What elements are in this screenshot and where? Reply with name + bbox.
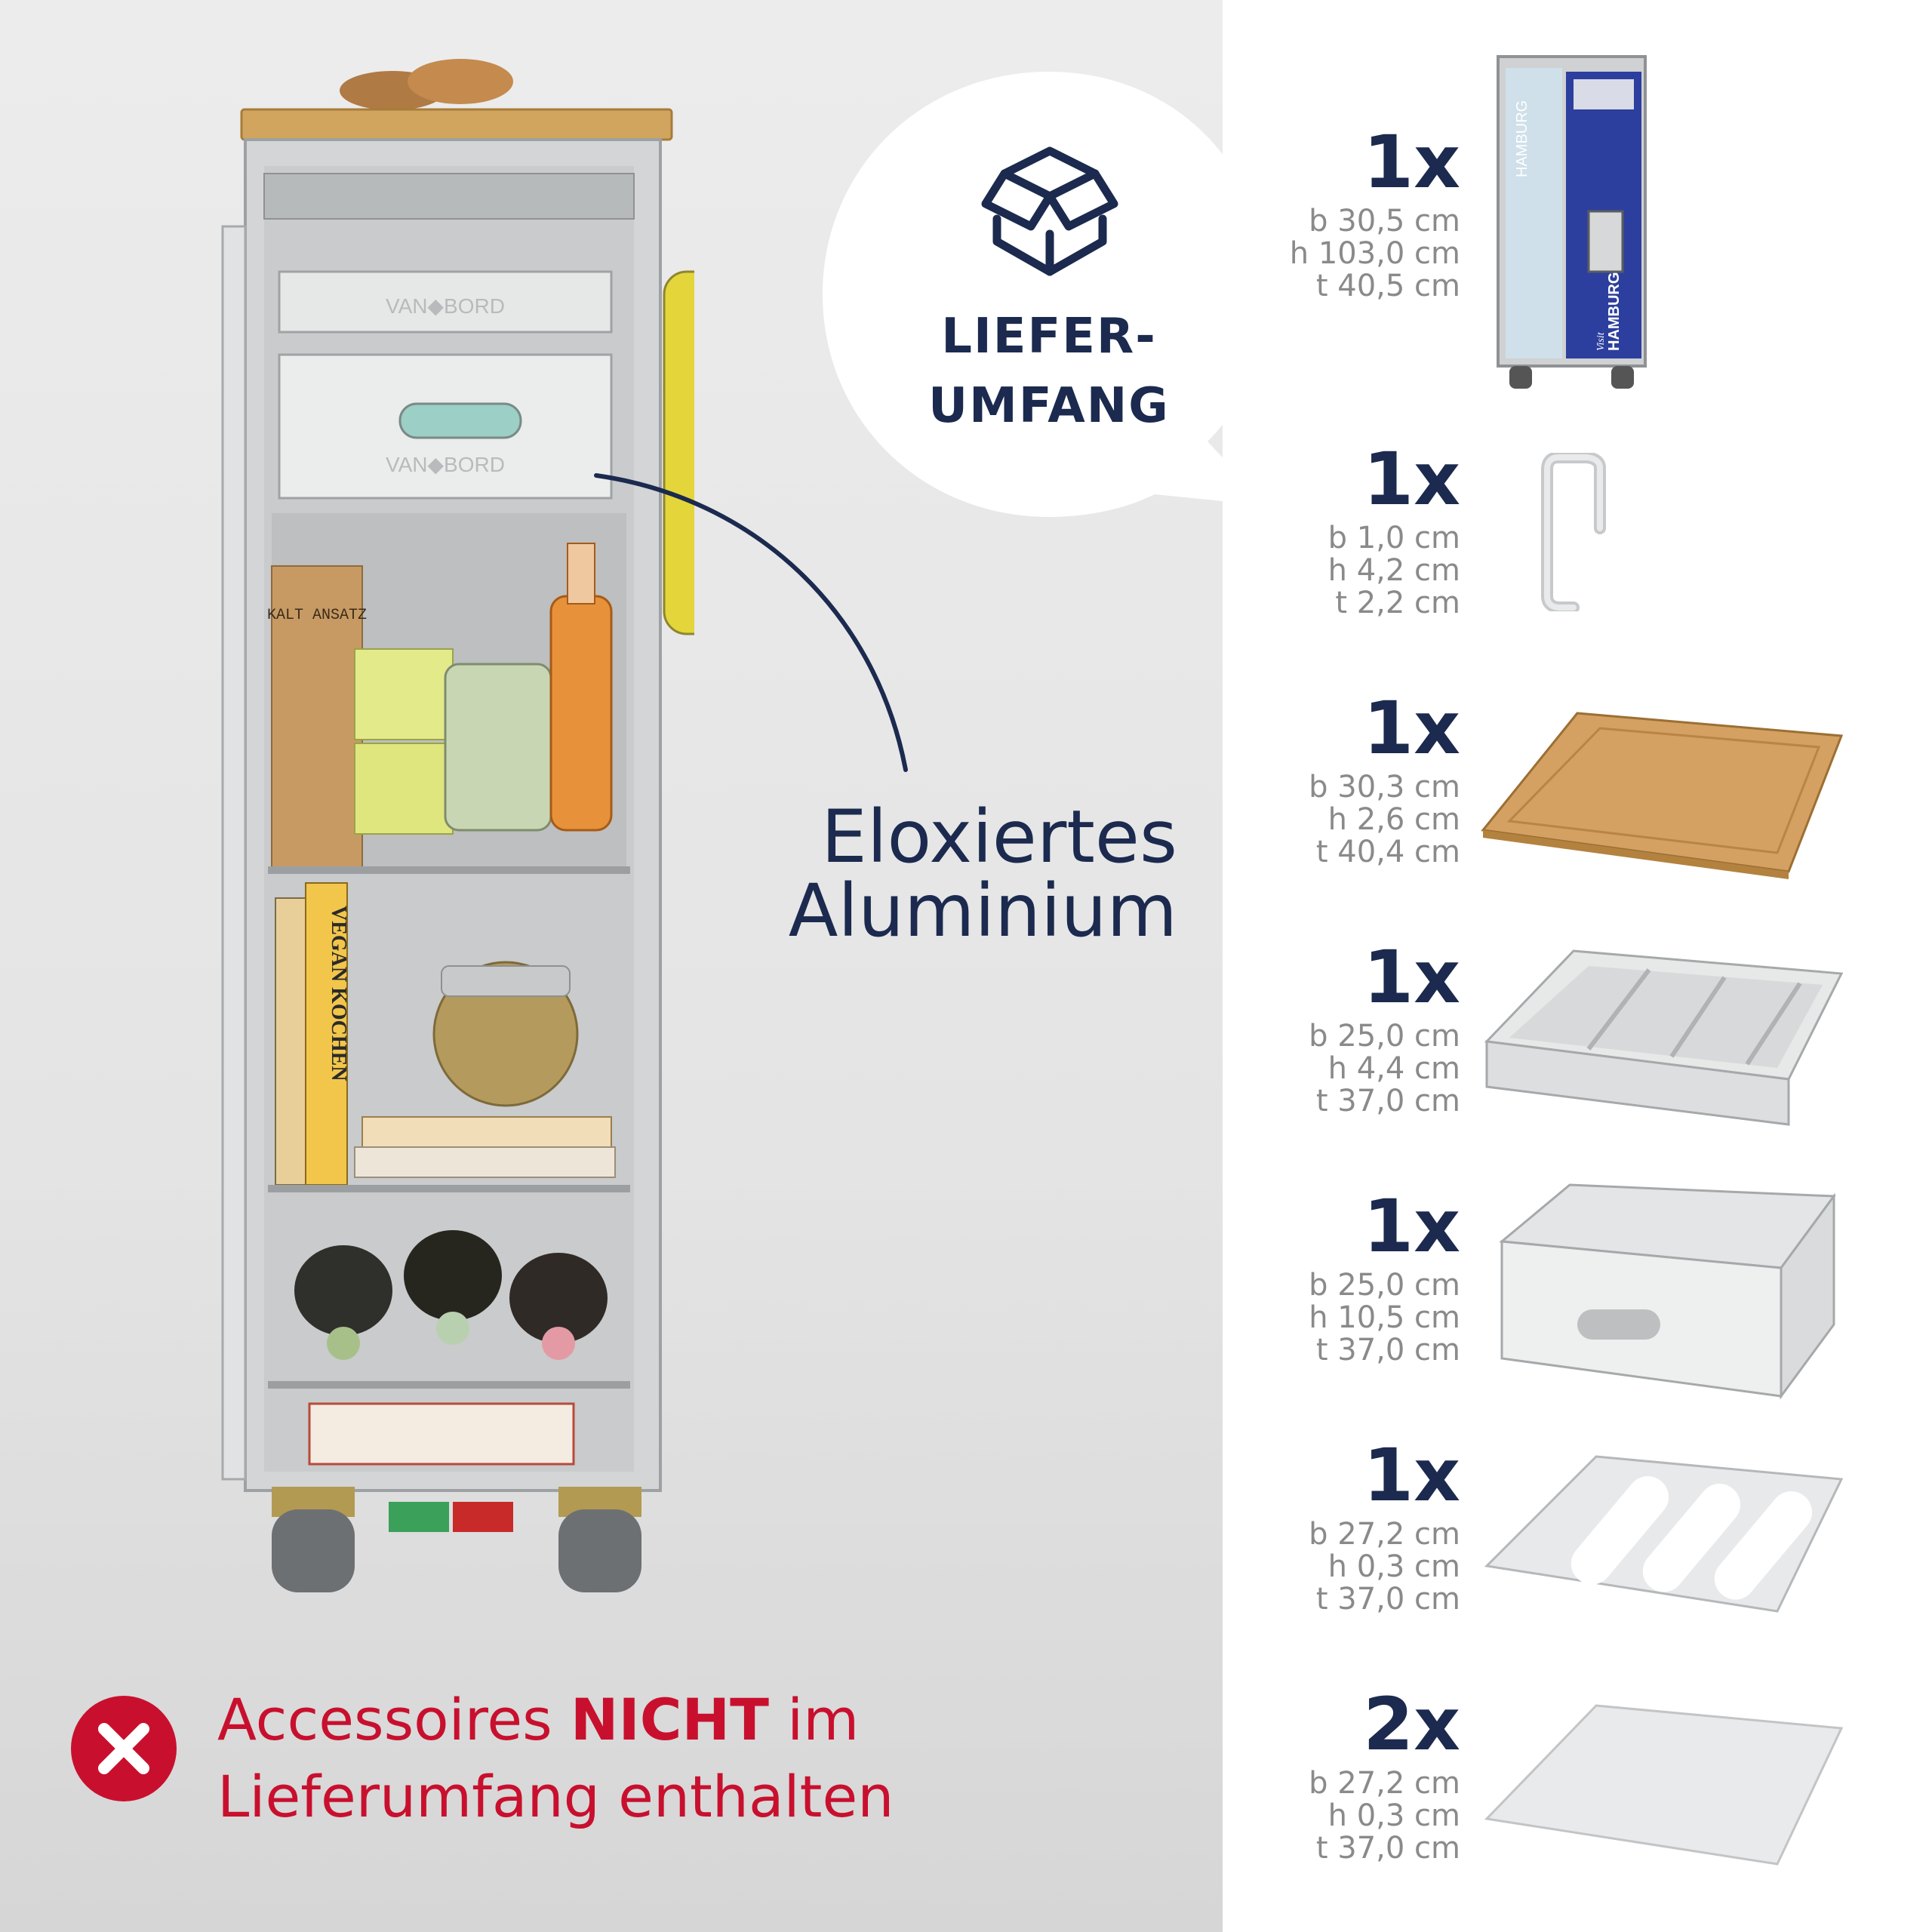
cutlery-tray-image [1484,949,1844,1126]
item-dimensions: b 30,3 cm h 2,6 cm t 40,4 cm [1219,771,1460,869]
item-height: h 0,3 cm [1327,1798,1460,1833]
item-width: b 30,3 cm [1309,770,1460,804]
item-cutlery-tray: 1x b 25,0 cm h 4,4 cm t 37,0 cm [1223,936,1932,1177]
accessories-not-included-note: Accessoires NICHT im Lieferumfang enthal… [217,1681,1161,1835]
note-line1: Accessoires NICHT im [217,1681,1161,1758]
annotation-line1: Eloxiertes [821,795,1177,879]
annotation-line2: Aluminium [788,869,1177,953]
item-depth: t 40,4 cm [1315,835,1460,869]
item-depth: t 37,0 cm [1315,1084,1460,1118]
item-dimensions: b 27,2 cm h 0,3 cm t 37,0 cm [1219,1767,1460,1865]
item-quantity: 1x [1363,686,1460,771]
trolley-illustration: VAN◆BORD VAN◆BORD KALT ANSATZ VEGAN KOCH… [221,59,694,1592]
hook-image [1541,453,1606,611]
note-emphasis: NICHT [570,1686,769,1753]
slotted-plate-image [1484,1455,1844,1613]
close-icon [71,1696,177,1801]
note-part1: Accessoires [217,1686,571,1753]
item-quantity: 1x [1363,1184,1460,1269]
bubble-title-line2: UMFANG [928,378,1170,434]
item-depth: t 37,0 cm [1315,1831,1460,1866]
item-depth: t 37,0 cm [1315,1582,1460,1617]
item-height: h 10,5 cm [1309,1300,1460,1335]
item-drawer-box: 1x b 25,0 cm h 10,5 cm t 37,0 cm [1223,1185,1932,1426]
item-height: h 103,0 cm [1289,236,1460,271]
item-flat-plate: 2x b 27,2 cm h 0,3 cm t 37,0 cm [1223,1683,1932,1924]
item-depth: t 40,5 cm [1315,269,1460,303]
item-dimensions: b 30,5 cm h 103,0 cm t 40,5 cm [1219,205,1460,303]
note-part3: im [768,1686,860,1753]
trolley-image-text1: HAMBURG [1514,100,1531,177]
drawer-box-image [1499,1183,1836,1400]
item-trolley: 1x b 30,5 cm h 103,0 cm t 40,5 cm [1223,121,1932,362]
item-quantity: 1x [1363,437,1460,521]
item-quantity: 1x [1363,120,1460,205]
item-dimensions: b 25,0 cm h 10,5 cm t 37,0 cm [1219,1269,1460,1367]
item-height: h 4,4 cm [1327,1051,1460,1086]
cutting-board-image [1481,712,1844,879]
item-quantity: 2x [1363,1682,1460,1767]
delivery-scope-bubble [823,72,1268,517]
item-width: b 25,0 cm [1309,1268,1460,1303]
package-icon [981,146,1118,276]
trolley-image-text2: HAMBURG [1606,272,1623,351]
material-annotation: Eloxiertes Aluminium [724,800,1177,948]
item-width: b 25,0 cm [1309,1019,1460,1054]
delivery-scope-title: LIEFER- UMFANG [868,302,1230,441]
item-quantity: 1x [1363,1433,1460,1518]
item-depth: t 2,2 cm [1335,586,1460,620]
item-quantity: 1x [1363,935,1460,1020]
item-width: b 30,5 cm [1309,204,1460,238]
item-height: h 4,2 cm [1327,553,1460,588]
trolley-image: HAMBURG HAMBURG Visit [1497,55,1647,389]
item-height: h 2,6 cm [1327,802,1460,837]
note-line2: Lieferumfang enthalten [217,1763,894,1830]
book-title: VEGAN KOCHEN [327,906,350,1081]
brand-text-1: VAN◆BORD [386,294,505,318]
item-width: b 27,2 cm [1309,1766,1460,1801]
flat-plate-image [1484,1704,1844,1866]
item-height: h 0,3 cm [1327,1549,1460,1584]
brand-text-2: VAN◆BORD [386,453,505,476]
callout-line [594,473,908,772]
item-depth: t 37,0 cm [1315,1333,1460,1367]
item-width: b 1,0 cm [1327,521,1460,555]
bag-label: KALT ANSATZ [267,607,367,624]
item-cutting-board: 1x b 30,3 cm h 2,6 cm t 40,4 cm [1223,687,1932,928]
item-dimensions: b 25,0 cm h 4,4 cm t 37,0 cm [1219,1020,1460,1118]
bubble-title-line1: LIEFER- [941,309,1157,365]
item-dimensions: b 27,2 cm h 0,3 cm t 37,0 cm [1219,1518,1460,1616]
item-slotted-plate: 1x b 27,2 cm h 0,3 cm t 37,0 cm [1223,1434,1932,1675]
trolley-image-text3: Visit [1595,331,1607,351]
item-hook: 1x b 1,0 cm h 4,2 cm t 2,2 cm [1223,438,1932,679]
item-width: b 27,2 cm [1309,1517,1460,1552]
item-dimensions: b 1,0 cm h 4,2 cm t 2,2 cm [1219,522,1460,620]
